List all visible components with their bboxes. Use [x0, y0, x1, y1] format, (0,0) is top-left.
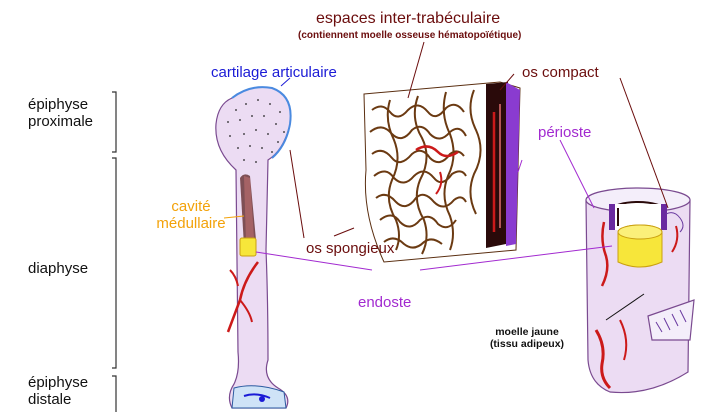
label-moelle-jaune-text: moelle jaune (tissu adipeux) — [490, 326, 564, 350]
label-epiphyse-distale: épiphyse distale — [28, 374, 88, 409]
label-cartilage-articulaire: cartilage articulaire — [211, 64, 337, 81]
label-endoste: endoste — [358, 294, 411, 311]
bone-tissue-block — [364, 82, 520, 262]
label-diaphyse: diaphyse — [28, 260, 88, 277]
label-espaces-inter-trabeculaire: espaces inter-trabéculaire — [316, 10, 500, 28]
bone-cylinder-section — [586, 188, 694, 393]
label-cavite-medullaire: cavité médullaire — [146, 198, 236, 233]
label-espaces-note: (contiennent moelle osseuse hématopoïéti… — [298, 30, 521, 42]
label-cavite-medullaire-text: cavité médullaire — [156, 198, 225, 232]
label-epiphyse-distale-text: épiphyse distale — [28, 374, 88, 408]
label-os-compact: os compact — [522, 64, 599, 81]
long-bone — [216, 87, 291, 408]
label-perioste: périoste — [538, 124, 591, 141]
label-epiphyse-proximale-text: épiphyse proximale — [28, 96, 93, 130]
label-os-spongieux: os spongieux — [306, 240, 394, 257]
label-epiphyse-proximale: épiphyse proximale — [28, 96, 93, 131]
label-moelle-jaune: moelle jaune (tissu adipeux) — [462, 326, 592, 350]
region-brackets — [112, 92, 116, 412]
